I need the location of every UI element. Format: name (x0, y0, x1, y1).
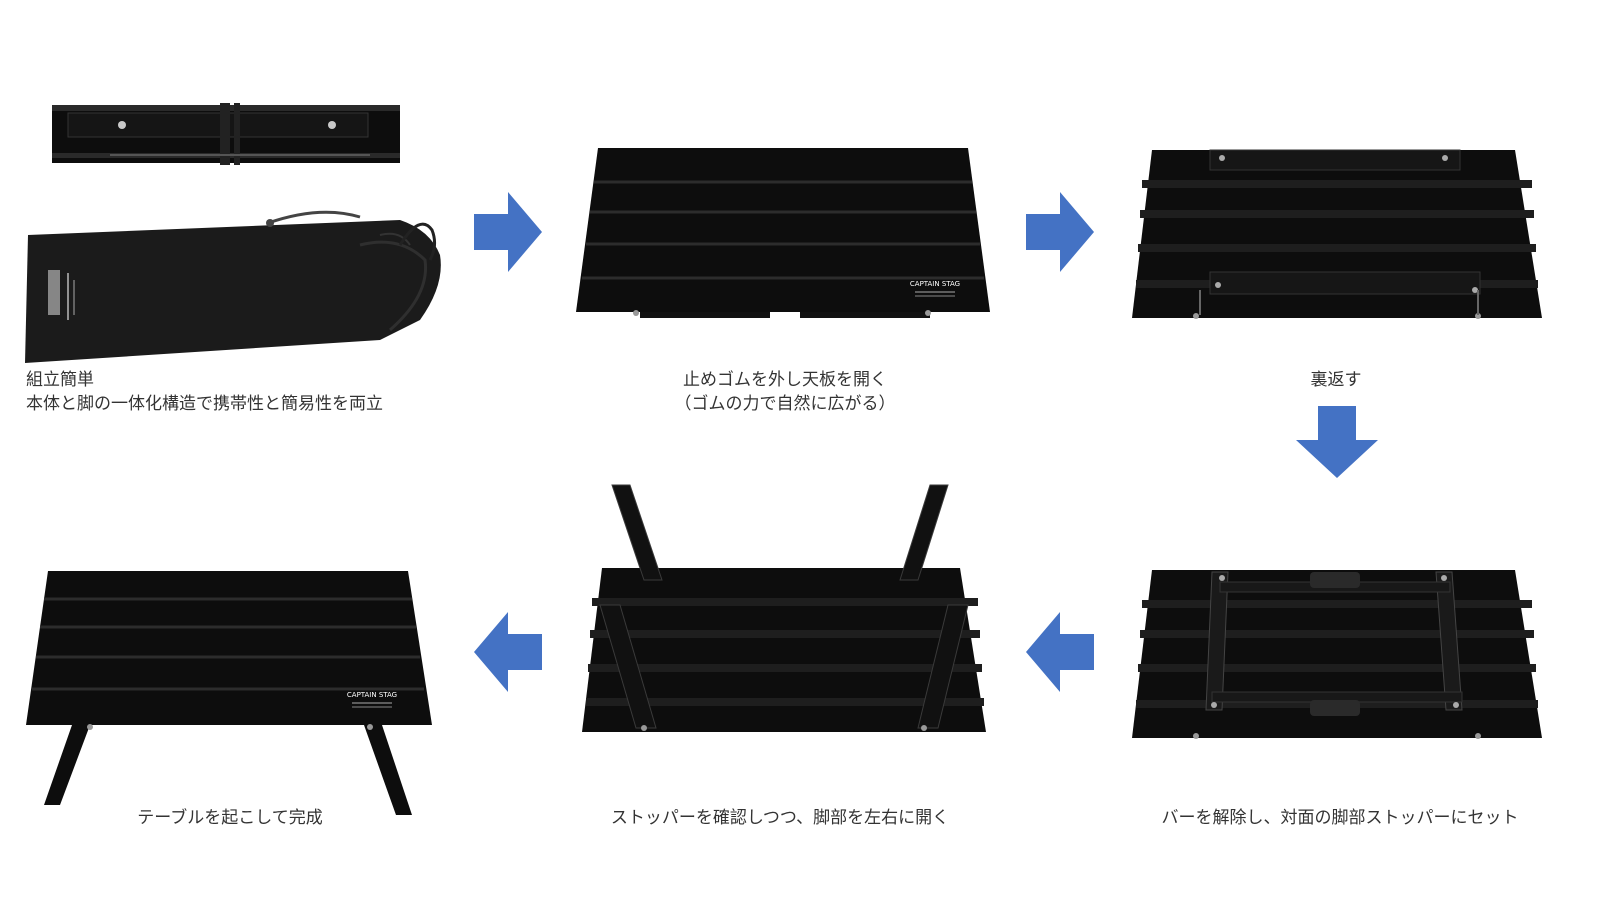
step5-caption-line1: ストッパーを確認しつつ、脚部を左右に開く (610, 808, 950, 828)
step4-caption: バーを解除し、対面の脚部ストッパーにセット (1120, 806, 1560, 830)
step5-illustration (582, 484, 986, 732)
step4-illustration (1132, 570, 1542, 739)
arrow-right-icon (1026, 192, 1094, 272)
arrow-left-icon (474, 612, 542, 692)
step6-illustration: CAPTAIN STAG (26, 571, 432, 815)
step1-caption-line2: 本体と脚の一体化構造で携帯性と簡易性を両立 (26, 394, 383, 414)
step3-illustration (1132, 149, 1542, 319)
step5-caption: ストッパーを確認しつつ、脚部を左右に開く (570, 806, 990, 830)
carry-bag (25, 210, 441, 363)
arrow-down-icon (1296, 406, 1378, 478)
step2-caption-line1: 止めゴムを外し天板を開く (683, 370, 887, 390)
step2-caption-line2: （ゴムの力で自然に広がる） (674, 394, 896, 414)
step6-caption-line1: テーブルを起こして完成 (137, 808, 323, 828)
step3-caption: 裏返す (1236, 368, 1436, 392)
step2-caption: 止めゴムを外し天板を開く （ゴムの力で自然に広がる） (630, 368, 940, 416)
step1-caption-line1: 組立簡単 (26, 370, 94, 390)
arrow-left-icon (1026, 612, 1094, 692)
step1-caption: 組立簡単 本体と脚の一体化構造で携帯性と簡易性を両立 (26, 368, 383, 416)
step3-caption-line1: 裏返す (1310, 370, 1362, 390)
step4-caption-line1: バーを解除し、対面の脚部ストッパーにセット (1161, 808, 1519, 828)
folded-table (52, 103, 400, 165)
step2-logo: CAPTAIN STAG (910, 280, 960, 288)
arrow-right-icon (474, 192, 542, 272)
step2-illustration: CAPTAIN STAG (576, 148, 990, 318)
step1-illustration (25, 103, 441, 363)
step6-logo: CAPTAIN STAG (347, 691, 397, 699)
step6-caption: テーブルを起こして完成 (90, 806, 370, 830)
